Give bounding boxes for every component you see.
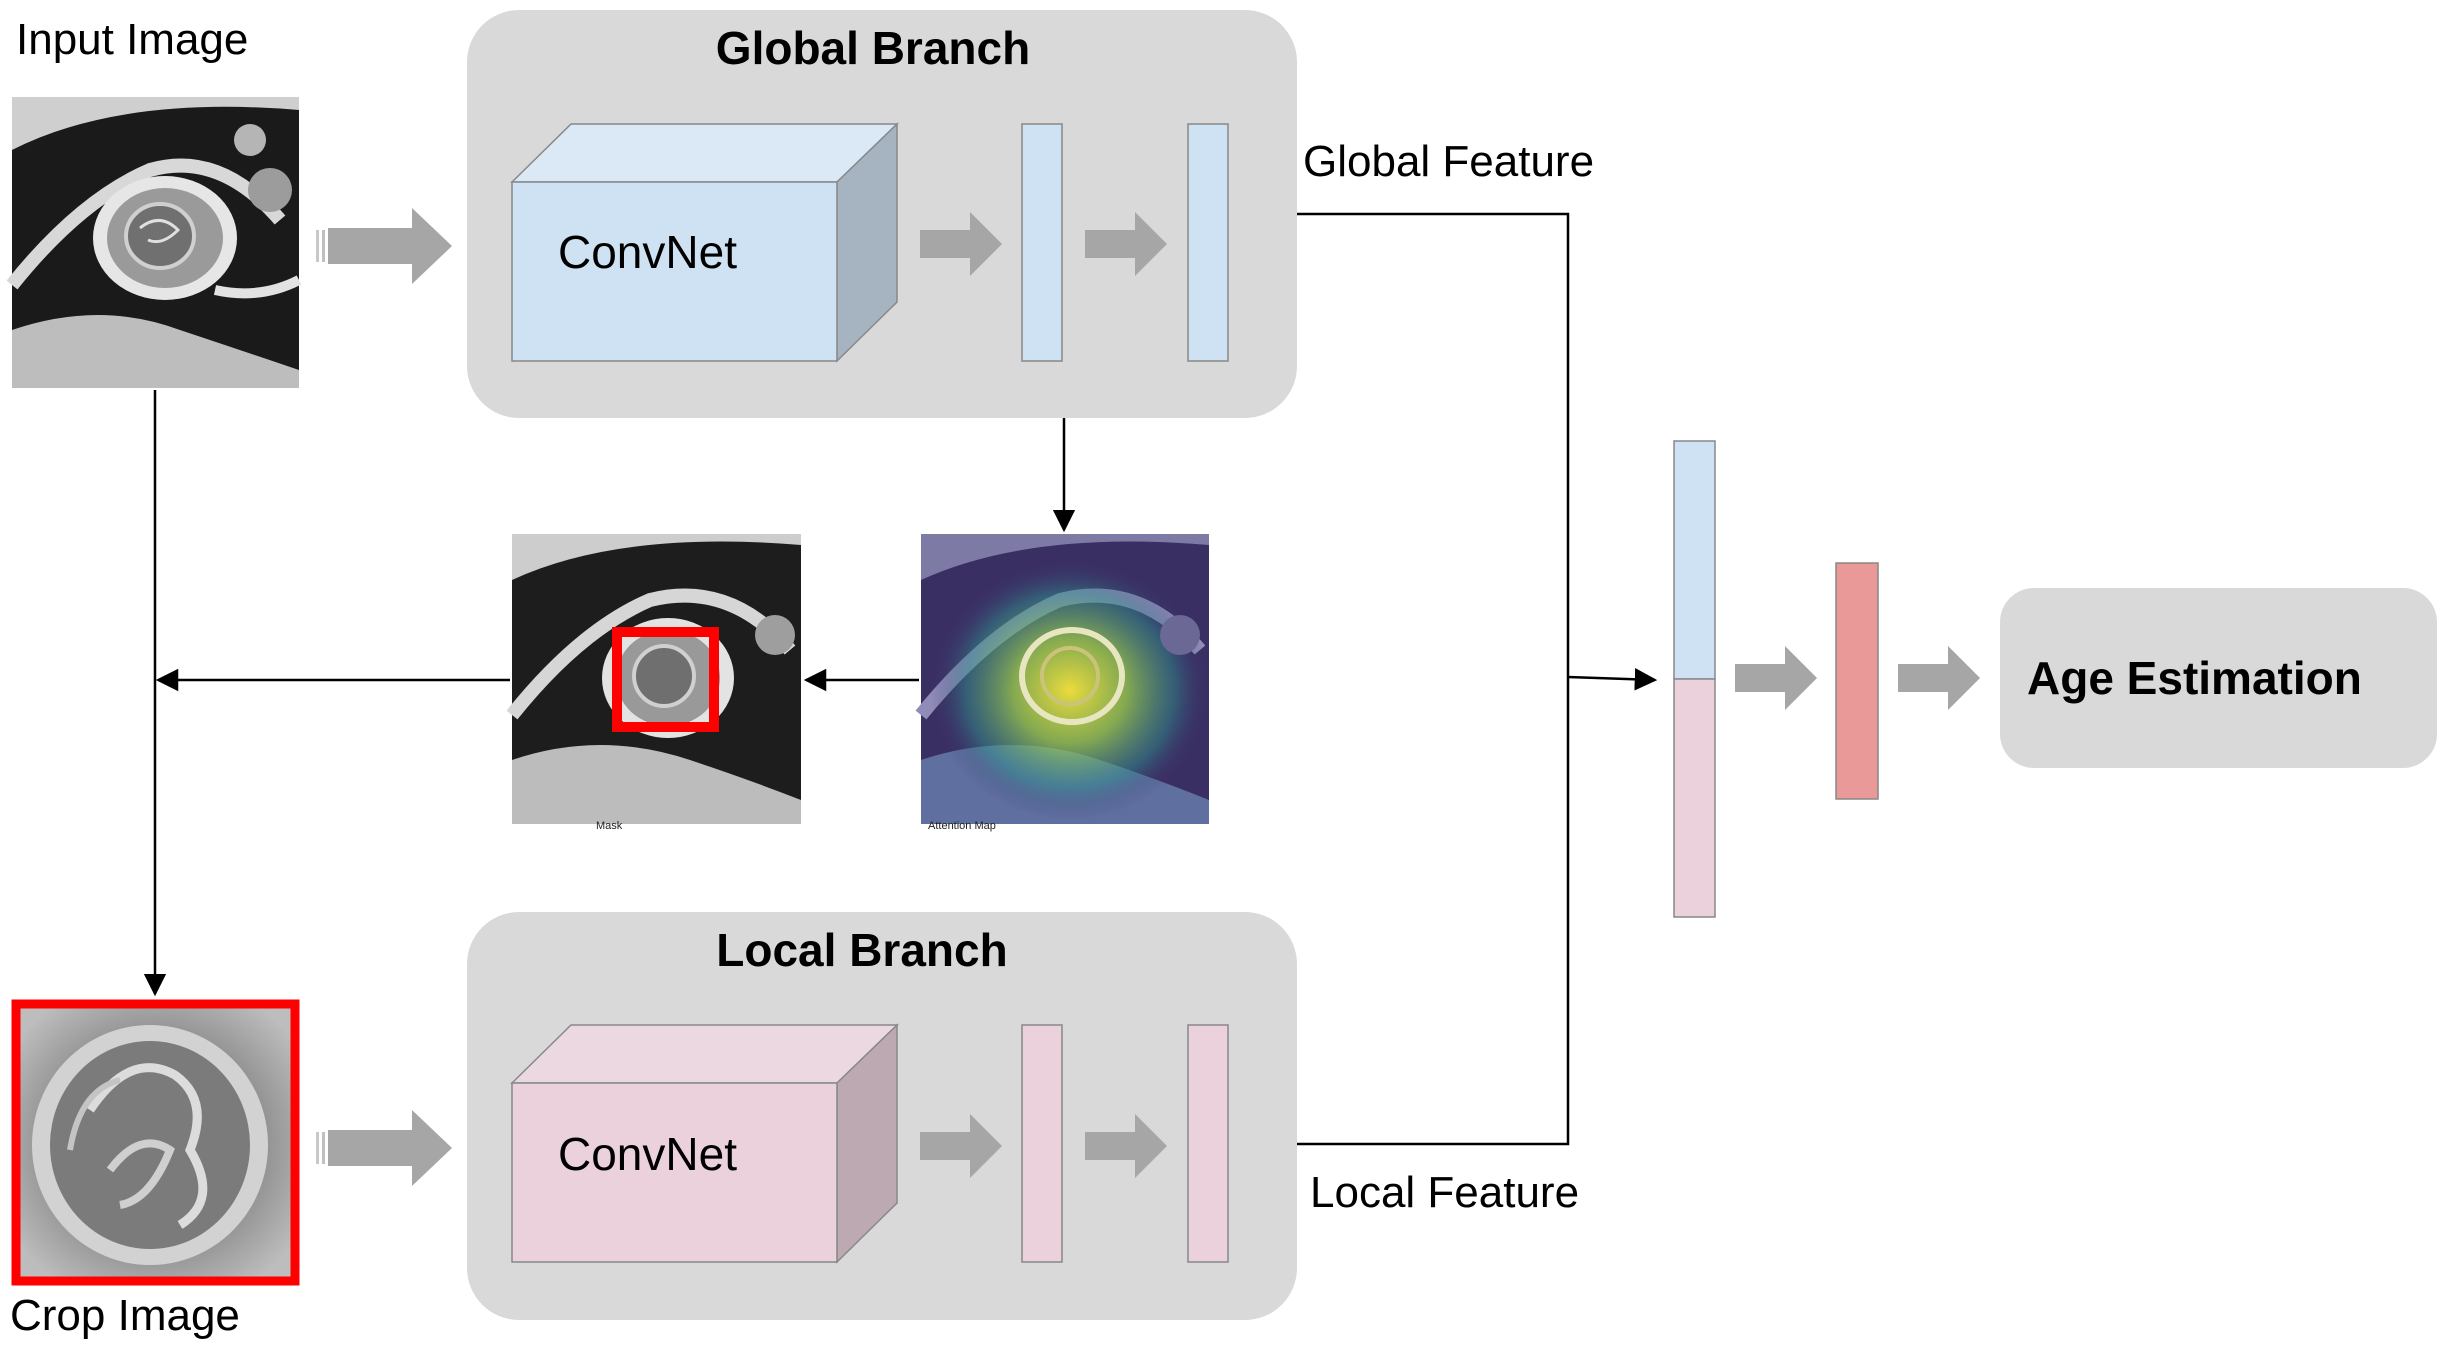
crop-to-local-arrow (316, 1110, 452, 1186)
global-feature-line (1297, 212, 1570, 677)
crop-image (11, 999, 300, 1286)
local-block-arrow-2 (1085, 1114, 1167, 1178)
mask-caption: Mask (596, 820, 623, 832)
global-branch-title: Global Branch (716, 22, 1030, 74)
concat-to-output-arrow (1735, 646, 1817, 710)
input-image (6, 97, 302, 388)
concat-global-part (1673, 440, 1716, 680)
concat-local-part (1673, 678, 1716, 918)
crop-image-label: Crop Image (10, 1291, 240, 1340)
local-feature-bar-1 (1021, 1024, 1063, 1263)
age-estimation-box (2000, 588, 2437, 768)
global-convnet-block (510, 122, 899, 363)
attention-map-caption: Attention Map (928, 820, 996, 832)
global-block-arrow-1 (920, 212, 1002, 276)
fusion-arrow-line (1567, 668, 1658, 691)
input-to-global-arrow (316, 208, 452, 284)
global-feature-bar-1 (1021, 123, 1063, 362)
global-feature-label: Global Feature (1303, 137, 1594, 186)
local-convnet-label: ConvNet (558, 1128, 737, 1180)
local-convnet-block (510, 1023, 899, 1264)
global-block-arrow-2 (1085, 212, 1167, 276)
global-feature-bar-2 (1187, 123, 1229, 362)
local-feature-line (1297, 677, 1570, 1146)
output-to-age-arrow (1898, 646, 1980, 710)
mask-image (506, 534, 801, 824)
local-branch-title: Local Branch (716, 924, 1007, 976)
output-feature-bar (1835, 562, 1879, 800)
local-block-arrow-1 (920, 1114, 1002, 1178)
attention-map-image (915, 534, 1210, 824)
local-feature-bar-2 (1187, 1024, 1229, 1263)
age-estimation-label: Age Estimation (2027, 652, 2362, 704)
global-convnet-label: ConvNet (558, 226, 737, 278)
input-image-label: Input Image (16, 15, 248, 64)
local-feature-label: Local Feature (1310, 1168, 1579, 1217)
